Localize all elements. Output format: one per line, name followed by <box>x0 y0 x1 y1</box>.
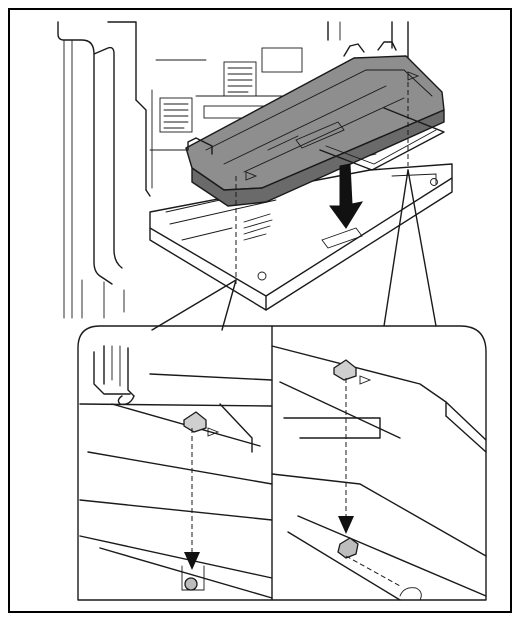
down-arrow-icon <box>330 164 362 228</box>
down-arrow-icon <box>338 516 354 534</box>
alignment-triangle-icon <box>360 376 370 384</box>
printer-front-cover <box>58 22 112 284</box>
guide-pin-icon <box>338 538 358 558</box>
guide-pin-icon <box>185 578 197 590</box>
callout-lines <box>152 170 436 330</box>
slot-tab-icon <box>184 412 206 432</box>
interior-label-right <box>224 62 256 96</box>
down-arrow-icon <box>184 552 200 570</box>
detail-view-left <box>80 346 272 598</box>
tray-surface-edge-left <box>80 404 272 406</box>
tray-surface-edge-right <box>272 346 446 416</box>
tray-unit-handle-right <box>344 44 364 56</box>
tray-pin-left <box>258 272 266 280</box>
tray-slot-guide <box>322 228 362 248</box>
printer-body-top <box>108 22 136 100</box>
printer-cover-edge <box>94 48 122 268</box>
detail-panel <box>78 326 486 600</box>
interior-label-left <box>160 98 192 132</box>
bypass-tray-front <box>150 228 266 310</box>
detail-view-right <box>272 346 486 600</box>
main-view <box>58 22 452 318</box>
